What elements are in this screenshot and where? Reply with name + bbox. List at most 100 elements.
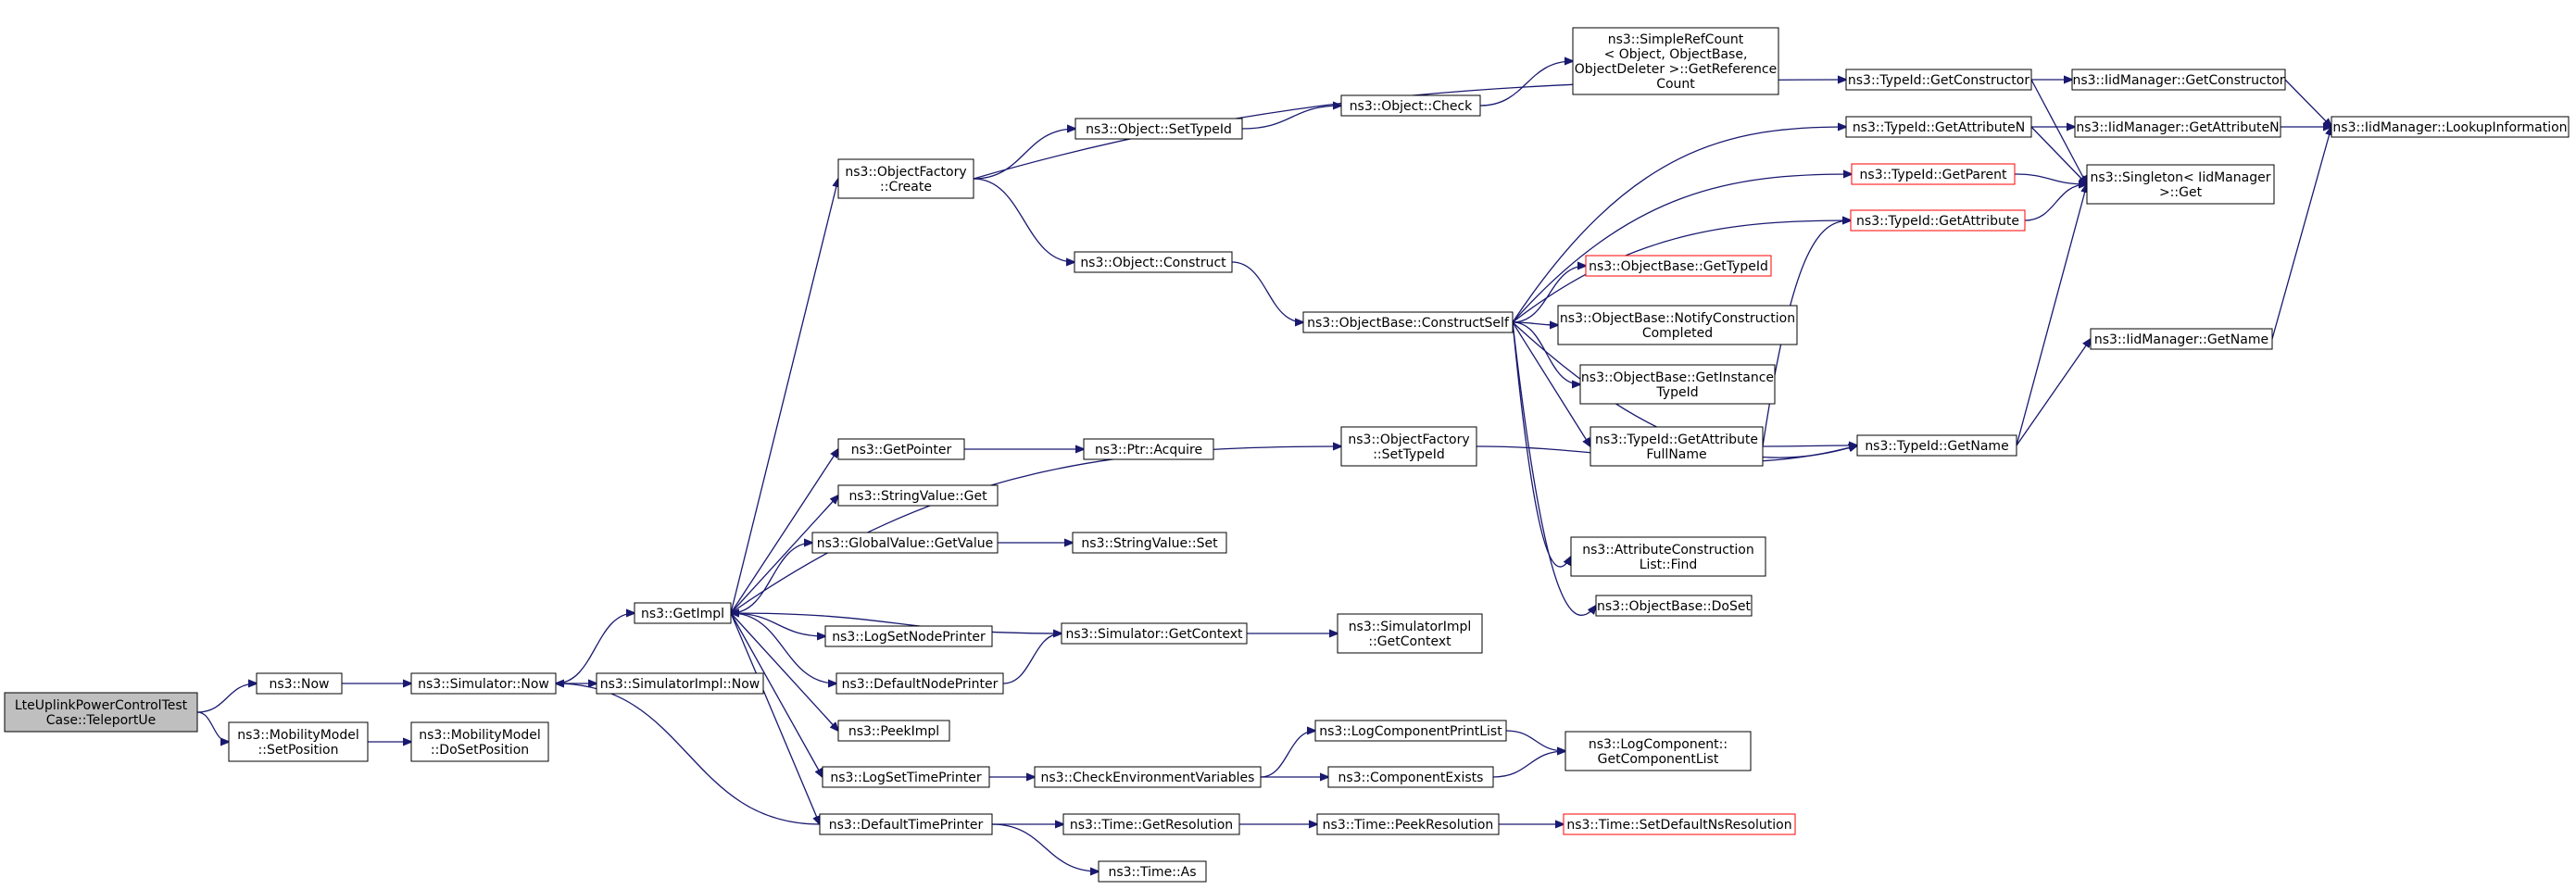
- node-label: ns3::LogSetTimePrinter: [830, 771, 982, 785]
- node-label: ns3::TypeId::GetConstructor: [1848, 73, 2029, 88]
- node-of-settypeid[interactable]: ns3::ObjectFactory::SetTypeId: [1340, 426, 1477, 467]
- node-logsetnode[interactable]: ns3::LogSetNodePrinter: [824, 625, 993, 647]
- node-label: < Object, ObjectBase,: [1604, 47, 1748, 62]
- node-now[interactable]: ns3::Now: [256, 672, 343, 695]
- node-time-setdef[interactable]: ns3::Time::SetDefaultNsResolution: [1563, 813, 1796, 835]
- edge-sim_getctx-to-getimpl: [731, 613, 1062, 634]
- node-ob-doset[interactable]: ns3::ObjectBase::DoSet: [1595, 595, 1753, 617]
- node-ob-notify[interactable]: ns3::ObjectBase::NotifyConstructionCompl…: [1557, 305, 1798, 345]
- node-tid-getctor[interactable]: ns3::TypeId::GetConstructor: [1845, 69, 2032, 91]
- node-time-getres[interactable]: ns3::Time::GetResolution: [1062, 813, 1240, 835]
- node-label: ns3::ObjectFactory: [1348, 432, 1469, 447]
- node-label: ns3::Simulator::GetContext: [1065, 627, 1243, 642]
- node-of-create[interactable]: ns3::ObjectFactory::Create: [837, 158, 974, 199]
- node-label: ns3::Ptr::Acquire: [1095, 443, 1202, 458]
- edge-tid_getparent-to-singleton_get: [2014, 173, 2087, 184]
- node-peekimpl[interactable]: ns3::PeekImpl: [837, 720, 950, 742]
- node-box: [2090, 328, 2273, 350]
- edge-of_create-to-obj_construct: [973, 178, 1074, 262]
- node-logsettime[interactable]: ns3::LogSetTimePrinter: [822, 766, 990, 788]
- node-gv-getvalue[interactable]: ns3::GlobalValue::GetValue: [811, 532, 999, 554]
- node-label: ns3::MobilityModel: [237, 728, 359, 743]
- node-iid-getctor[interactable]: ns3::IidManager::GetConstructor: [2071, 69, 2286, 91]
- node-iid-getname[interactable]: ns3::IidManager::GetName: [2090, 328, 2273, 350]
- edge-obj_construct-to-ob_constructself: [1231, 261, 1303, 322]
- node-obj-settypeid[interactable]: ns3::Object::SetTypeId: [1074, 118, 1243, 140]
- node-strval-get[interactable]: ns3::StringValue::Get: [837, 484, 999, 507]
- node-obj-check[interactable]: ns3::Object::Check: [1340, 94, 1481, 117]
- node-box: [819, 813, 993, 835]
- node-iid-getattrn[interactable]: ns3::IidManager::GetAttributeN: [2074, 116, 2281, 138]
- node-box: [256, 672, 343, 695]
- node-label: GetComponentList: [1598, 752, 1719, 767]
- node-box: [837, 484, 999, 507]
- node-box: [1074, 118, 1243, 140]
- node-getpointer[interactable]: ns3::GetPointer: [837, 438, 965, 460]
- edge-deftime-to-time_as: [991, 823, 1099, 871]
- node-label: ns3::IidManager::GetConstructor: [2072, 73, 2284, 88]
- node-ob-constructself[interactable]: ns3::ObjectBase::ConstructSelf: [1302, 311, 1514, 333]
- node-srefcount[interactable]: ns3::SimpleRefCount< Object, ObjectBase,…: [1572, 27, 1779, 95]
- node-mm-dosetpos[interactable]: ns3::MobilityModel::DoSetPosition: [410, 721, 549, 762]
- node-obj-construct[interactable]: ns3::Object::Construct: [1074, 251, 1233, 273]
- edge-deftime-to-sim_now: [556, 683, 821, 825]
- node-sim-getctx[interactable]: ns3::Simulator::GetContext: [1061, 622, 1248, 645]
- node-tid-getname[interactable]: ns3::TypeId::GetName: [1856, 434, 2017, 457]
- node-box: [410, 721, 549, 762]
- node-box: [410, 672, 557, 695]
- edge-tid_getname-to-iid_getname: [2016, 339, 2091, 446]
- node-label: ns3::LogSetNodePrinter: [832, 630, 986, 645]
- node-time-peekres[interactable]: ns3::Time::PeekResolution: [1316, 813, 1500, 835]
- node-root: LteUplinkPowerControlTestCase::TeleportU…: [4, 692, 198, 733]
- node-getimpl[interactable]: ns3::GetImpl: [634, 602, 732, 624]
- node-iid-lookup[interactable]: ns3::IidManager::LookupInformation: [2331, 116, 2570, 138]
- node-mm-setpos[interactable]: ns3::MobilityModel::SetPosition: [228, 721, 369, 762]
- node-box: [822, 766, 990, 788]
- node-label: ns3::TypeId::GetAttribute: [1595, 432, 1758, 447]
- node-box: [1337, 613, 1483, 654]
- node-strval-set[interactable]: ns3::StringValue::Set: [1072, 532, 1227, 554]
- node-deftime[interactable]: ns3::DefaultTimePrinter: [819, 813, 993, 835]
- node-box: [1595, 595, 1753, 617]
- node-compexists[interactable]: ns3::ComponentExists: [1327, 766, 1494, 788]
- node-time-as[interactable]: ns3::Time::As: [1098, 860, 1207, 883]
- node-label: ns3::Object::Construct: [1080, 256, 1226, 270]
- edge-of_create-to-obj_settypeid: [973, 129, 1075, 180]
- node-simimpl-getctx[interactable]: ns3::SimulatorImpl::GetContext: [1337, 613, 1483, 654]
- edge-compexists-to-getcomplist: [1492, 751, 1565, 778]
- node-box: [2086, 164, 2275, 205]
- node-label: ns3::GlobalValue::GetValue: [817, 536, 993, 551]
- node-label: ns3::ObjectBase::GetTypeId: [1589, 259, 1768, 274]
- node-box: [228, 721, 369, 762]
- node-box: [1072, 532, 1227, 554]
- node-label: List::Find: [1640, 558, 1698, 572]
- node-box: [837, 438, 965, 460]
- node-simimpl-now[interactable]: ns3::SimulatorImpl::Now: [596, 672, 764, 695]
- node-tid-getparent[interactable]: ns3::TypeId::GetParent: [1851, 163, 2016, 185]
- node-label: Case::TeleportUe: [46, 713, 157, 728]
- edge-getimpl-to-gv_getvalue: [730, 543, 812, 614]
- edge-checkenv-to-logcomplist: [1260, 731, 1315, 778]
- node-sim-now[interactable]: ns3::Simulator::Now: [410, 672, 557, 695]
- node-ptr-acquire[interactable]: ns3::Ptr::Acquire: [1083, 438, 1214, 460]
- node-singleton-get[interactable]: ns3::Singleton< IidManager>::Get: [2086, 164, 2275, 205]
- node-label: ns3::ObjectFactory: [845, 165, 966, 180]
- node-ob-gettypeid[interactable]: ns3::ObjectBase::GetTypeId: [1585, 255, 1772, 277]
- node-box: [2074, 116, 2281, 138]
- node-tid-getattr[interactable]: ns3::TypeId::GetAttribute: [1850, 209, 2026, 232]
- node-getcomplist[interactable]: ns3::LogComponent::GetComponentList: [1564, 731, 1752, 771]
- node-tid-getattrn[interactable]: ns3::TypeId::GetAttributeN: [1845, 116, 2032, 138]
- node-label: ns3::StringValue::Get: [848, 489, 987, 504]
- node-box: [1062, 813, 1240, 835]
- node-box: [1563, 813, 1796, 835]
- node-logcomplist[interactable]: ns3::LogComponentPrintList: [1314, 720, 1507, 742]
- node-label: ns3::IidManager::GetName: [2094, 332, 2268, 347]
- node-label: ns3::Now: [270, 677, 330, 692]
- node-label: ns3::Time::As: [1108, 865, 1196, 880]
- node-checkenv[interactable]: ns3::CheckEnvironmentVariables: [1034, 766, 1262, 788]
- node-defnode[interactable]: ns3::DefaultNodePrinter: [836, 672, 1004, 695]
